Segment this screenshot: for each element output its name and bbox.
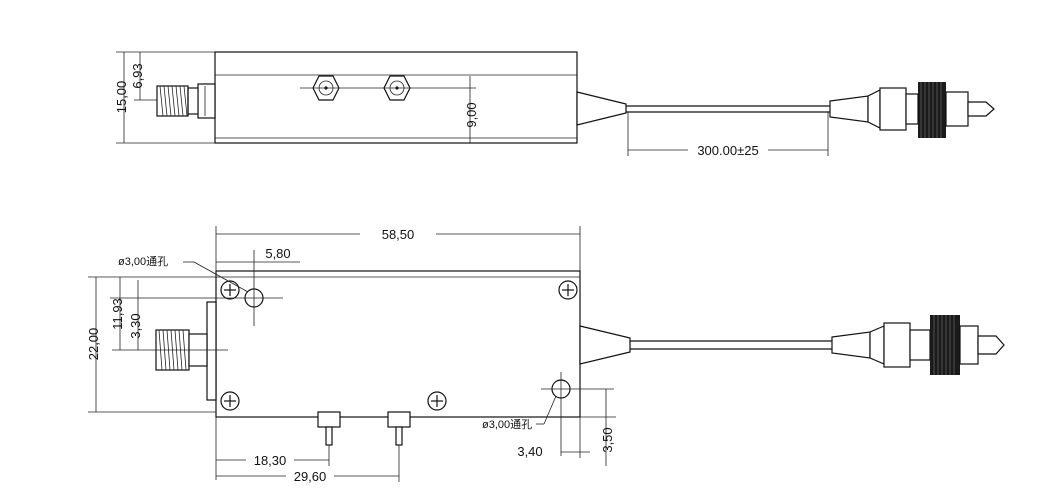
fiber-connector-icon [831,315,1005,375]
dim-hole-offset-x: 5,80 [265,246,290,261]
mounting-hole-icon [541,372,614,456]
dim-pin-1-x: 18,30 [254,453,287,468]
dim-pin-2-x: 29,60 [294,469,327,484]
rf-connector-icon [156,83,216,119]
label-hole-left: ø3,00通孔 [118,255,168,268]
screw-icon [427,391,447,411]
dim-bottom-length: 58,50 [382,227,415,242]
bottom-body [215,270,581,418]
screw-icon [220,280,240,300]
dim-bottom-height-total: 22,00 [86,328,101,361]
label-hole-right: ø3,00通孔 [482,418,532,431]
pin-icon [387,411,411,446]
fiber-connector-icon [829,82,995,138]
top-view: 15,00 6,93 9,00 300.00±25 [114,51,995,158]
fiber-boot [576,91,627,126]
dim-connector-offset: 3,30 [128,313,143,338]
bottom-view: 58,50 5,80 ø3,00通孔 22,00 11,93 3,30 18,3… [86,226,1005,484]
dim-top-height-connector: 6,93 [130,63,145,88]
mounting-hole-icon [236,250,283,326]
dim-top-port-offset: 9,00 [464,102,479,127]
dim-pigtail-length: 300.00±25 [697,143,758,158]
dim-hole-right-x: 3,40 [517,444,542,459]
dim-hole-right-y: 3,50 [600,427,615,452]
top-body [214,51,578,144]
fiber-boot [579,325,631,365]
pin-icon [317,411,341,446]
screw-icon [558,280,578,300]
dim-top-height-total: 15,00 [114,81,129,114]
screw-icon [220,391,240,411]
dim-connector-y: 11,93 [110,298,125,330]
